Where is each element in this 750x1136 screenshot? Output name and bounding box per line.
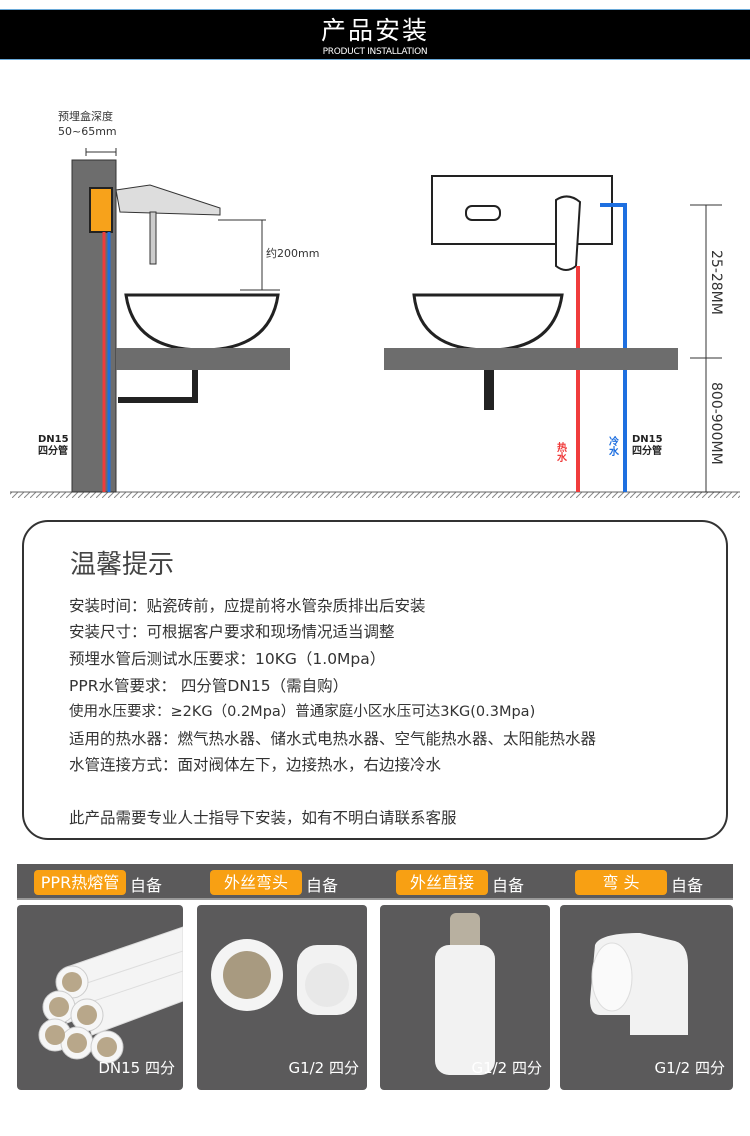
- counter-left: [116, 348, 290, 370]
- pipe-left-sub: 四分管: [38, 444, 68, 457]
- part-card-threaded-elbow: G1/2 四分: [197, 905, 367, 1090]
- part-own: 自备: [671, 876, 704, 895]
- pipe-left-label: DN15: [38, 434, 69, 445]
- box-depth-value: 50~65mm: [58, 125, 117, 138]
- part-tag: PPR热熔管: [34, 870, 126, 895]
- part-card-elbow: G1/2 四分: [560, 905, 733, 1090]
- tip-line: 预埋水管后测试水压要求：10KG（1.0Mpa）: [69, 650, 386, 668]
- basin-left: [124, 293, 280, 352]
- part-spec: G1/2 四分: [288, 1059, 359, 1077]
- faucet-handle: [149, 211, 157, 265]
- pipe-right-label: DN15: [632, 434, 663, 445]
- valve-plate: [431, 175, 613, 245]
- tip-line: 安装尺寸：可根据客户要求和现场情况适当调整: [69, 623, 395, 641]
- tip-line: 使用水压要求：≥2KG（0.2Mpa）普通家庭小区水压可达3KG(0.3Mpa): [69, 704, 536, 720]
- parts-bar: PPR热熔管 自备 外丝弯头 自备 外丝直接 自备 弯 头 自备: [17, 864, 733, 900]
- pipe-right-sub: 四分管: [632, 444, 662, 457]
- ppr-pipes-image: [38, 926, 183, 1064]
- part-card-threaded-straight: G1/2 四分: [380, 905, 550, 1090]
- part-own: 自备: [306, 876, 339, 895]
- tips-title: 温馨提示: [70, 550, 175, 580]
- part-spec: DN15 四分: [98, 1059, 175, 1077]
- basin-right: [412, 293, 564, 352]
- part-tag: 外丝弯头: [210, 870, 302, 895]
- tips-box: 温馨提示 安装时间：贴瓷砖前，应提前将水管杂质排出后安装 安装尺寸：可根据客户要…: [22, 520, 728, 840]
- spout-height-label: 约200mm: [266, 247, 319, 260]
- tip-line: 水管连接方式：面对阀体左下，边接热水，右边接冷水: [69, 756, 442, 774]
- mixer-handle: [555, 195, 582, 271]
- section-title: 产品安装: [320, 16, 429, 45]
- floor-hatch: [10, 492, 740, 498]
- installation-diagram: 预埋盒深度 50~65mm 约200mm DN15 四分管 热水 冷水 DN15…: [10, 109, 740, 498]
- part-spec: G1/2 四分: [654, 1059, 725, 1077]
- tip-line: PPR水管要求： 四分管DN15（需自购）: [69, 677, 349, 695]
- threaded-straight-image: [435, 913, 495, 1075]
- dim-bottom-label: 800-900MM: [708, 382, 724, 465]
- threaded-elbow-image: [211, 939, 357, 1015]
- faucet-spout: [115, 184, 221, 216]
- cold-label: 冷水: [607, 435, 620, 457]
- outlet: [465, 205, 501, 221]
- box-depth-label: 预埋盒深度: [58, 109, 113, 123]
- section-header: 产品安装 PRODUCT INSTALLATION: [0, 9, 750, 60]
- embedded-box: [89, 187, 113, 233]
- tip-note: 此产品需要专业人士指导下安装，如有不明白请联系客服: [69, 809, 457, 827]
- drain-left: [118, 370, 198, 403]
- elbow-image: [590, 933, 688, 1035]
- tip-line: 适用的热水器：燃气热水器、储水式电热水器、空气能热水器、太阳能热水器: [69, 730, 597, 748]
- drain-right: [484, 370, 494, 410]
- section-subtitle: PRODUCT INSTALLATION: [322, 47, 428, 57]
- tip-line: 安装时间：贴瓷砖前，应提前将水管杂质排出后安装: [69, 597, 426, 615]
- counter-right: [384, 348, 678, 370]
- part-card-ppr-pipe: DN15 四分: [17, 905, 183, 1090]
- part-spec: G1/2 四分: [471, 1059, 542, 1077]
- part-tag: 外丝直接: [396, 870, 488, 895]
- cold-pipe-right: [600, 203, 627, 492]
- dim-top-label: 25-28MM: [708, 250, 724, 315]
- part-own: 自备: [130, 876, 163, 895]
- hot-label: 热水: [555, 441, 568, 463]
- part-own: 自备: [492, 876, 525, 895]
- part-tag: 弯 头: [575, 870, 667, 895]
